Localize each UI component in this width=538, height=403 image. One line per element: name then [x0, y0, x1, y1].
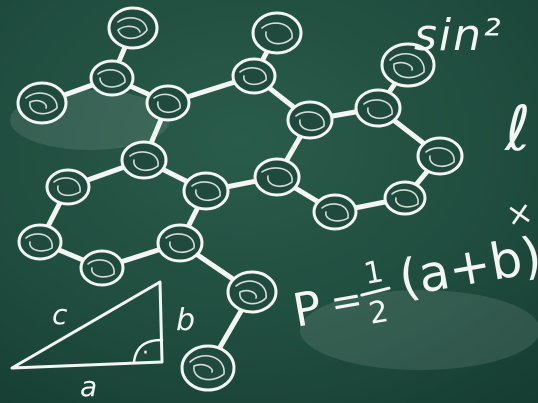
area-formula-fraction-bar [360, 286, 391, 297]
atom [354, 88, 402, 128]
atom [312, 193, 358, 231]
area-formula-equals: = [327, 276, 366, 325]
atom [286, 100, 334, 140]
formula-partial-glyph: ℓ [504, 92, 531, 165]
atom [231, 57, 277, 95]
atom [45, 168, 91, 206]
atom [180, 344, 236, 392]
formula-sin-squared: sin² [414, 10, 503, 61]
molecule-atoms [16, 6, 464, 392]
atom [253, 157, 301, 197]
atom [156, 223, 204, 263]
triangle-outline [10, 280, 164, 370]
right-angle-arc [132, 338, 164, 364]
atom [16, 81, 68, 125]
area-formula-trailing: × [503, 192, 536, 234]
triangle-side-a: a [80, 370, 97, 403]
atom [79, 249, 125, 287]
atom [416, 136, 464, 176]
atom [17, 223, 63, 261]
atom [89, 59, 135, 97]
right-triangle: · c b a [10, 280, 195, 403]
atom [107, 6, 159, 50]
atom [251, 11, 303, 55]
right-angle-dot: · [142, 341, 149, 366]
triangle-side-b: b [176, 303, 195, 338]
atom [120, 140, 168, 180]
atom [182, 171, 230, 211]
triangle-side-c: c [52, 298, 68, 331]
atom [383, 180, 427, 216]
atom [145, 84, 191, 122]
